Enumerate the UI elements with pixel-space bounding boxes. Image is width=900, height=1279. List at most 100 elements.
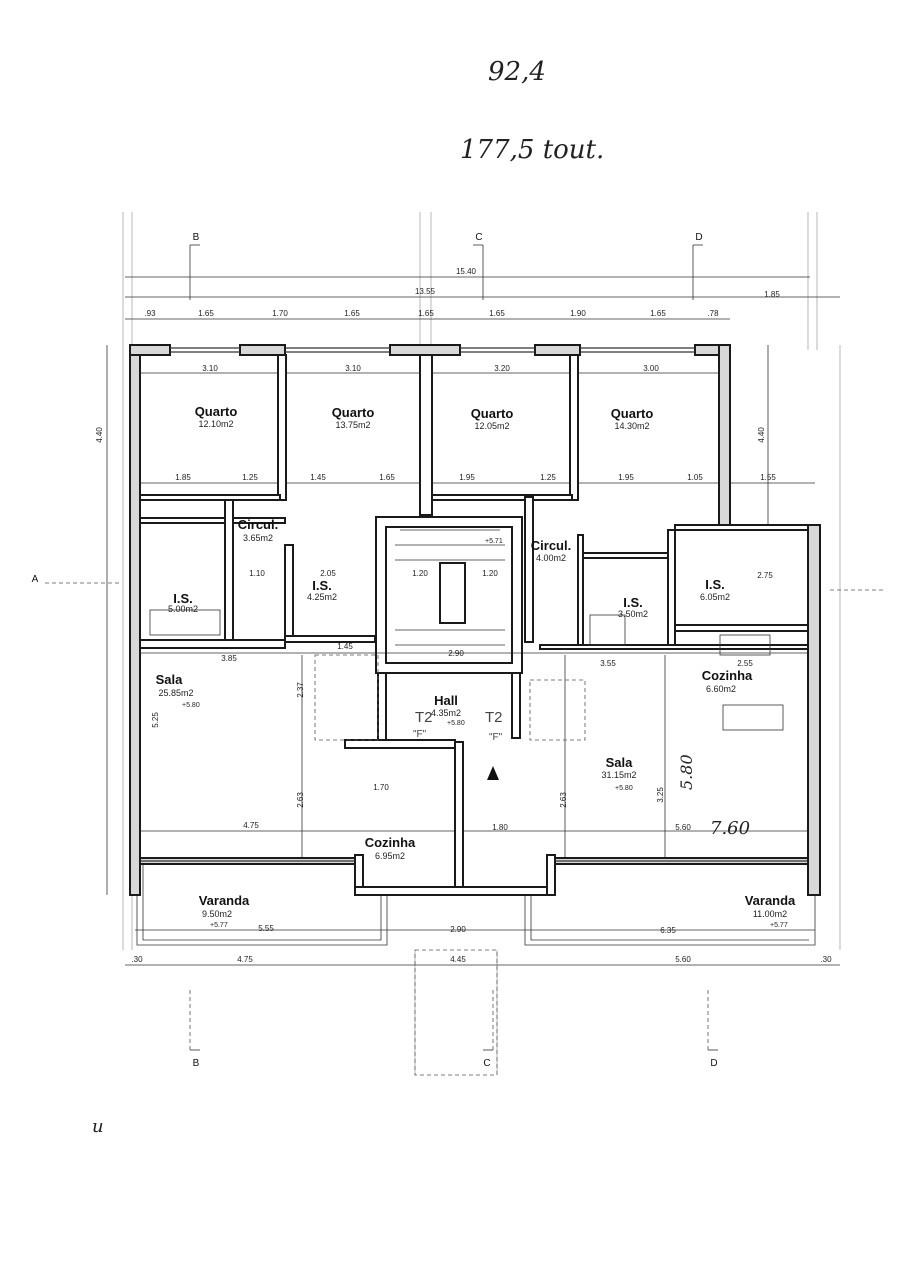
svg-text:Circul.: Circul. [238, 517, 278, 532]
svg-text:2.63: 2.63 [296, 792, 305, 808]
svg-text:5.25: 5.25 [151, 712, 160, 728]
svg-text:+5.80: +5.80 [182, 702, 200, 709]
svg-text:4.75: 4.75 [237, 955, 253, 964]
svg-text:"F": "F" [489, 732, 503, 743]
svg-text:Sala: Sala [156, 672, 184, 687]
svg-text:2.90: 2.90 [448, 649, 464, 658]
svg-text:D: D [710, 1058, 717, 1069]
svg-text:1.55: 1.55 [760, 473, 776, 482]
svg-text:A: A [32, 574, 39, 585]
svg-text:I.S.: I.S. [312, 578, 332, 593]
svg-text:12.10m2: 12.10m2 [198, 419, 233, 429]
svg-text:3.20: 3.20 [494, 364, 510, 373]
svg-text:1.85: 1.85 [764, 290, 780, 299]
svg-text:I.S.: I.S. [623, 595, 643, 610]
svg-text:1.95: 1.95 [618, 473, 634, 482]
svg-text:11.00m2: 11.00m2 [753, 909, 787, 919]
walls [129, 344, 821, 896]
svg-text:6.95m2: 6.95m2 [375, 851, 405, 861]
svg-text:1.85: 1.85 [175, 473, 191, 482]
svg-text:5.55: 5.55 [258, 924, 274, 933]
svg-text:Quarto: Quarto [332, 405, 375, 420]
svg-text:3.85: 3.85 [221, 654, 237, 663]
svg-text:4.25m2: 4.25m2 [307, 592, 337, 602]
svg-text:T2: T2 [415, 709, 433, 726]
svg-text:Cozinha: Cozinha [365, 835, 416, 850]
svg-text:13.75m2: 13.75m2 [335, 420, 370, 430]
svg-text:2.05: 2.05 [320, 569, 336, 578]
svg-text:1.10: 1.10 [249, 569, 265, 578]
svg-text:+5.80: +5.80 [615, 785, 633, 792]
svg-text:3.55: 3.55 [600, 659, 616, 668]
svg-text:.93: .93 [144, 309, 156, 318]
room-circul-1: Circul.3.65m2 [238, 517, 278, 543]
bottom-dimensions: .30 4.75 4.45 5.60 .30 [125, 949, 840, 1076]
stair-level: +5.71 [485, 538, 503, 545]
svg-text:4.00m2: 4.00m2 [536, 553, 566, 563]
svg-text:3.10: 3.10 [345, 364, 361, 373]
svg-text:Quarto: Quarto [195, 404, 238, 419]
svg-text:Hall: Hall [434, 693, 458, 708]
svg-text:3.25: 3.25 [656, 787, 665, 803]
svg-text:1.65: 1.65 [344, 309, 360, 318]
svg-text:C: C [483, 1058, 490, 1069]
svg-text:2.75: 2.75 [757, 571, 773, 580]
section-marker-d-bottom: D [707, 990, 718, 1069]
svg-text:1.65: 1.65 [650, 309, 666, 318]
svg-text:1.20: 1.20 [412, 569, 428, 578]
svg-text:I.S.: I.S. [705, 577, 725, 592]
balconies [136, 862, 816, 946]
svg-text:1.45: 1.45 [337, 642, 353, 651]
room-dimensions: 3.10 3.10 3.20 3.00 1.85 1.25 1.45 1.65 … [135, 364, 815, 935]
svg-text:25.85m2: 25.85m2 [158, 688, 193, 698]
section-marker-c-bottom: C [483, 990, 494, 1069]
room-is-2: I.S.4.25m2 [307, 578, 337, 602]
svg-text:1.70: 1.70 [272, 309, 288, 318]
handwritten-margin-mark: u [92, 1116, 104, 1137]
svg-text:2.90: 2.90 [450, 925, 466, 934]
handwritten-sala-depth: 5.80 [677, 754, 696, 790]
svg-text:1.45: 1.45 [310, 473, 326, 482]
unit-tag-right: T2 "F" [485, 709, 503, 743]
svg-text:5.60: 5.60 [675, 955, 691, 964]
svg-text:Quarto: Quarto [611, 406, 654, 421]
svg-text:1.65: 1.65 [489, 309, 505, 318]
svg-text:4.75: 4.75 [243, 821, 259, 830]
room-is-1: I.S.5.00m2 [168, 591, 198, 614]
svg-text:1.25: 1.25 [242, 473, 258, 482]
handwritten-sala-width: 7.60 [710, 818, 750, 839]
svg-text:4.45: 4.45 [450, 955, 466, 964]
entrance-arrow-icon [487, 766, 499, 780]
handwritten-area-note: 92,4 [488, 57, 546, 87]
svg-text:1.95: 1.95 [459, 473, 475, 482]
svg-text:Sala: Sala [606, 755, 634, 770]
svg-text:+5.77: +5.77 [770, 922, 788, 929]
svg-text:Circul.: Circul. [531, 538, 571, 553]
svg-text:2.63: 2.63 [559, 792, 568, 808]
section-marker-b-bottom: B [189, 990, 200, 1069]
svg-text:4.40: 4.40 [757, 427, 766, 443]
svg-text:3.10: 3.10 [202, 364, 218, 373]
svg-text:4.40: 4.40 [95, 427, 104, 443]
svg-text:B: B [193, 1058, 200, 1069]
svg-text:6.35: 6.35 [660, 926, 676, 935]
svg-text:1.70: 1.70 [373, 783, 389, 792]
svg-text:12.05m2: 12.05m2 [474, 421, 509, 431]
svg-text:Cozinha: Cozinha [702, 668, 753, 683]
svg-text:1.90: 1.90 [570, 309, 586, 318]
handwritten-total-note: 177,5 tout. [460, 135, 604, 165]
room-is-3: I.S.3.50m2 [618, 595, 648, 619]
svg-text:14.30m2: 14.30m2 [614, 421, 649, 431]
section-marker-b-top: B [189, 232, 200, 300]
svg-text:T2: T2 [485, 709, 503, 726]
svg-text:13.55: 13.55 [415, 287, 436, 296]
svg-text:Quarto: Quarto [471, 406, 514, 421]
